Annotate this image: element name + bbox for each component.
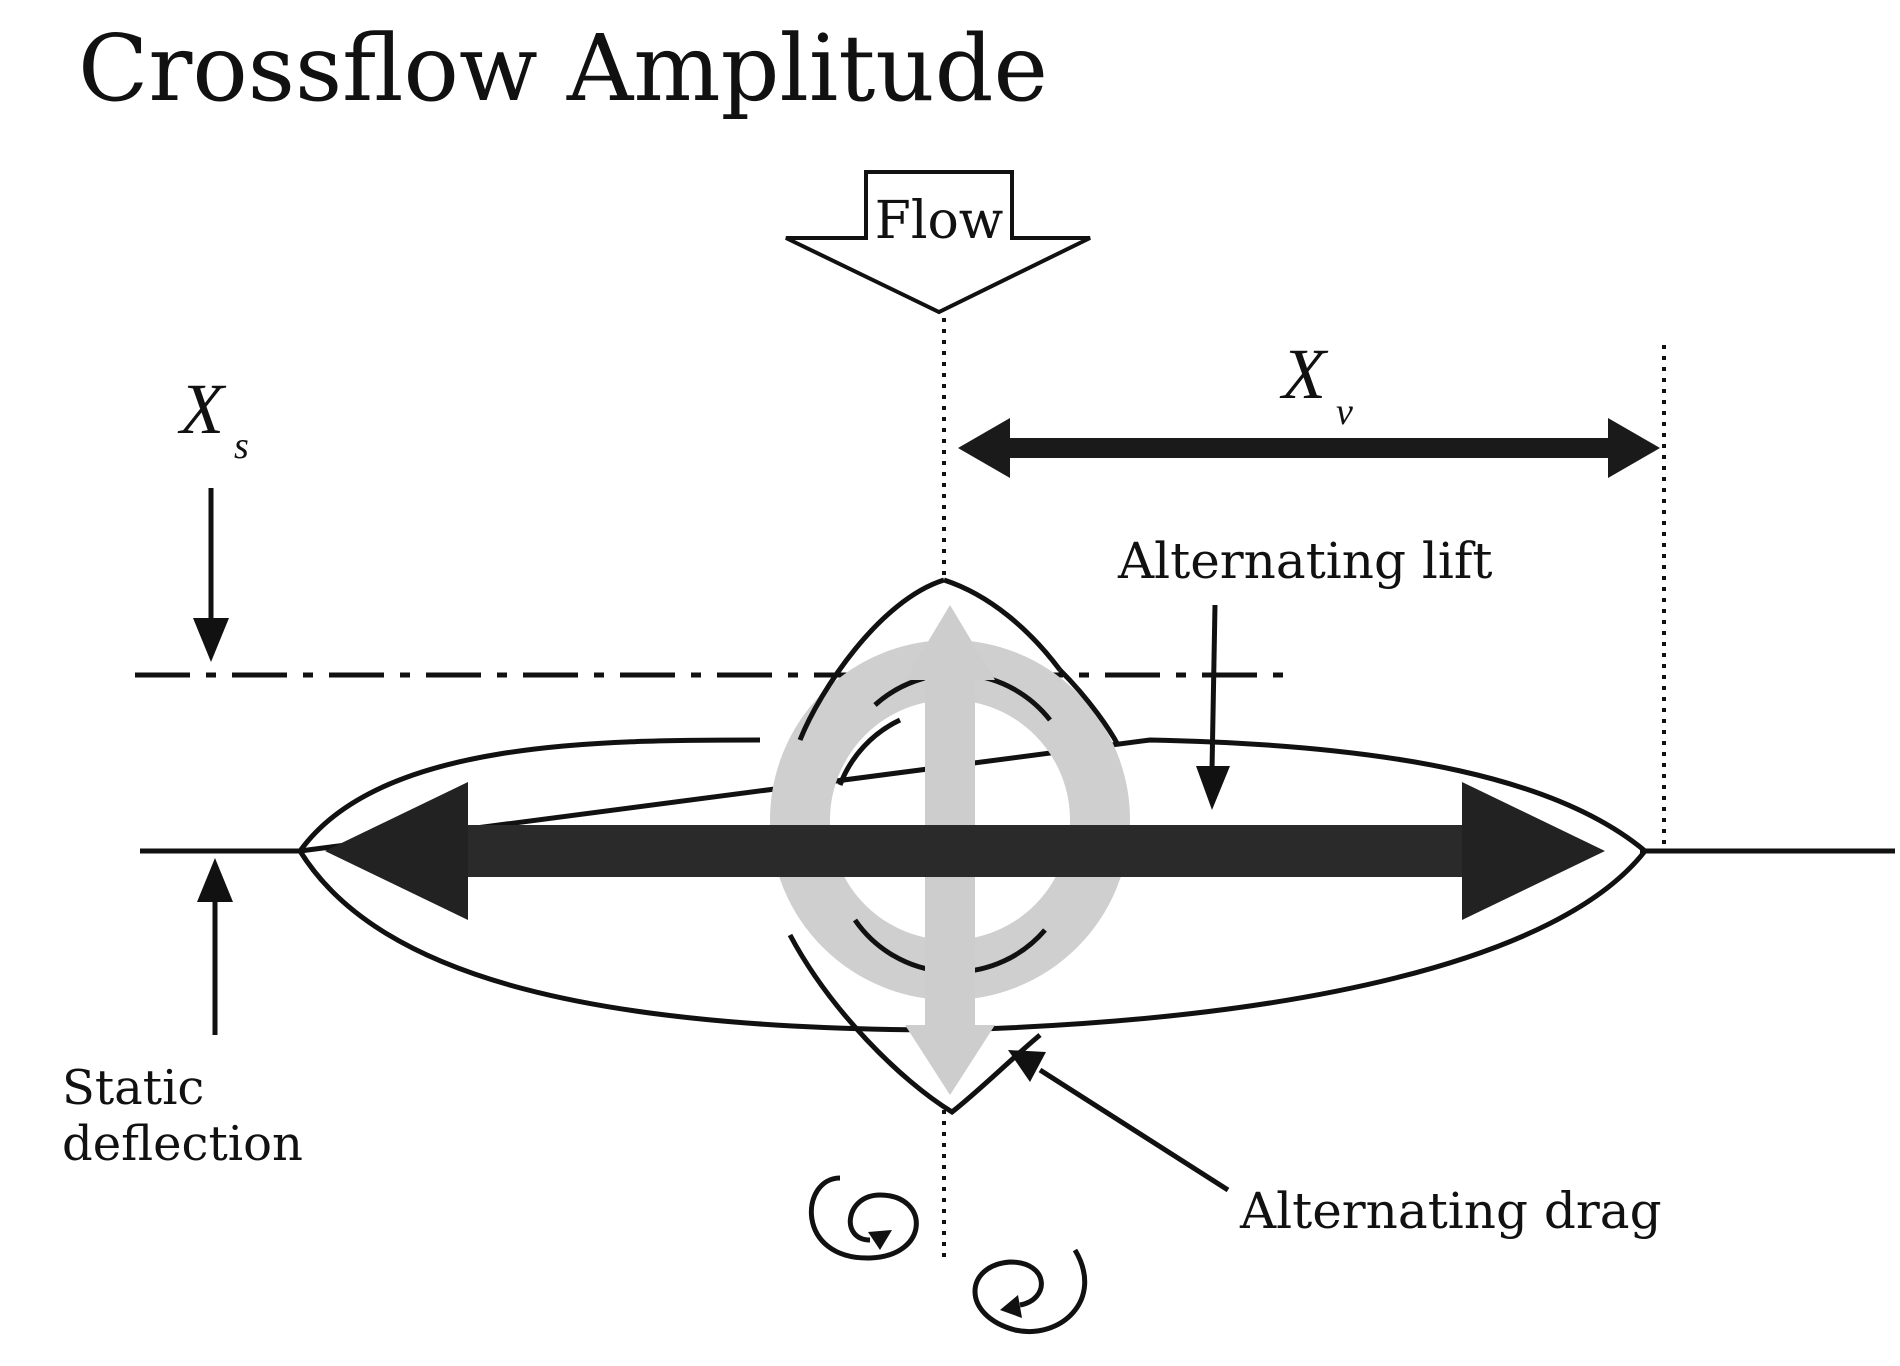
xs-bottom-arrow (197, 858, 233, 1035)
lift-label: Alternating lift (1117, 532, 1492, 590)
lift-envelope-left-upper (943, 577, 1062, 672)
xv-dimension-arrow (958, 418, 1660, 478)
xv-label-sub: v (1336, 391, 1353, 433)
xs-label-sub: s (234, 425, 249, 467)
static-deflection-label-line2: deflection (62, 1116, 303, 1172)
xv-label-base: X (1279, 334, 1329, 414)
xs-top-arrow (193, 488, 229, 662)
static-deflection-label-line1: Static (62, 1060, 204, 1116)
xs-label-base: X (177, 369, 227, 449)
vortex-right-icon (972, 1248, 1088, 1334)
lift-envelope (787, 577, 1121, 1116)
vortex-left-icon (808, 1175, 919, 1261)
drag-label: Alternating drag (1239, 1182, 1662, 1240)
lift-leader-arrow (1196, 604, 1230, 810)
crossflow-double-arrow (325, 782, 1605, 920)
flow-arrow: Flow (785, 170, 1091, 315)
drag-leader-arrow (1008, 1050, 1230, 1193)
orbit-ellipse (295, 737, 1649, 1033)
flow-label: Flow (875, 191, 1004, 251)
page-title: Crossflow Amplitude (78, 15, 1048, 122)
